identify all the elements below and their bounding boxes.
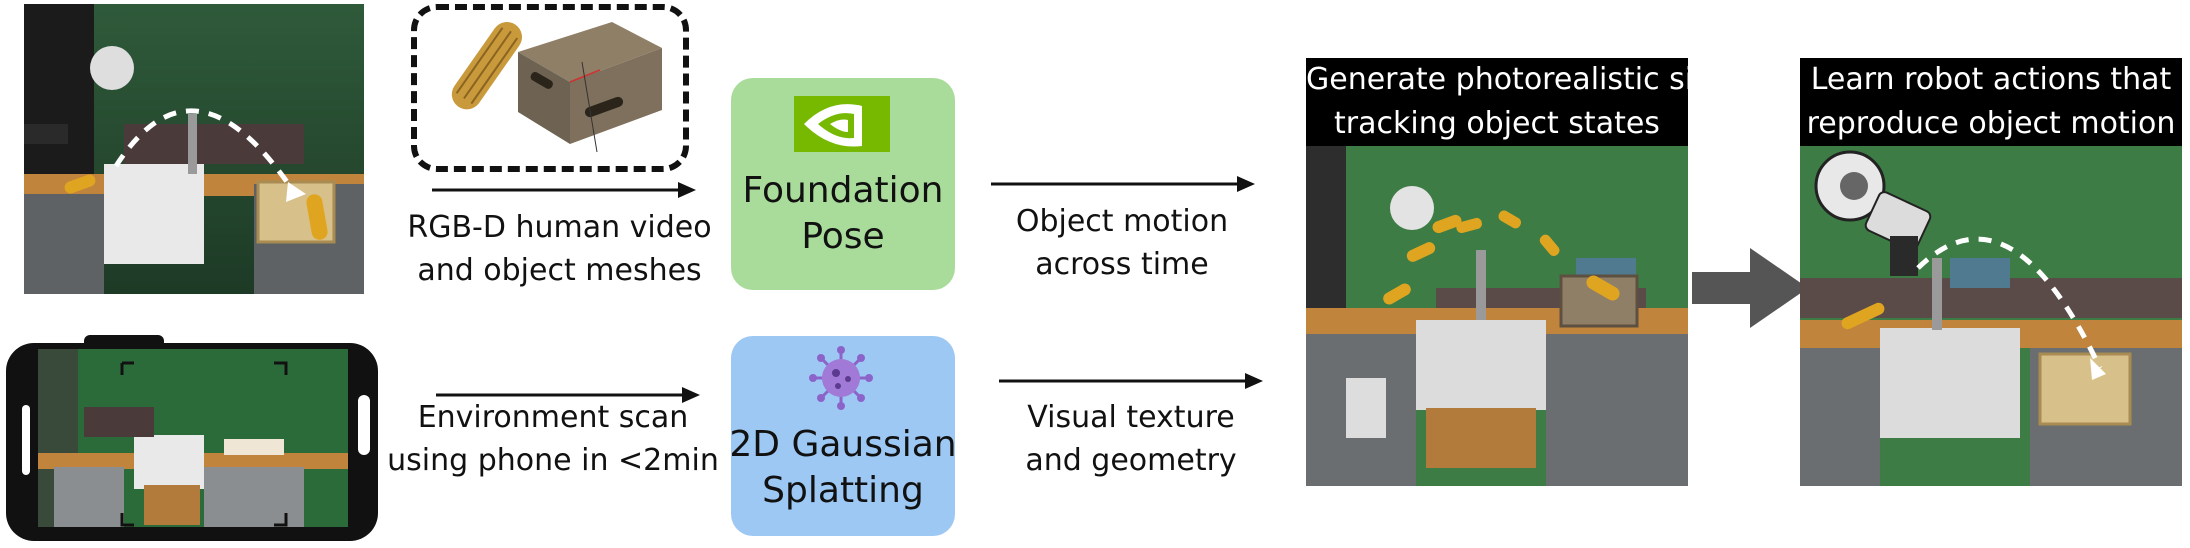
- robot-render-panel: [1800, 58, 2182, 486]
- splatting-label-1: 2D Gaussian: [729, 424, 957, 465]
- arrow-video-to-pose: [432, 182, 696, 198]
- foundation-pose-label-1: Foundation: [742, 170, 944, 211]
- arrow-splat-to-sim: [999, 373, 1263, 389]
- nvidia-logo-icon: [794, 96, 890, 152]
- gaussian-splat-icon: [809, 346, 873, 410]
- arrow-scan-to-splat: [436, 387, 700, 403]
- sim-banner: Generate photorealistic sim tracking obj…: [1306, 58, 1722, 146]
- human-video-frame: [24, 4, 364, 294]
- scan-caption: Environment scan using phone in <2min: [387, 400, 719, 478]
- splatting-label-2: Splatting: [762, 470, 924, 511]
- robot-banner: Learn robot actions that reproduce objec…: [1800, 58, 2182, 146]
- arrow-pose-to-sim: [991, 176, 1255, 192]
- video-caption: RGB-D human video and object meshes: [407, 210, 712, 288]
- texture-caption: Visual texture and geometry: [1025, 400, 1237, 478]
- object-meshes: [451, 22, 662, 153]
- foundation-pose-label-2: Pose: [801, 216, 885, 257]
- phone-frame-icon: [6, 335, 378, 541]
- object-meshes-box: [411, 4, 689, 172]
- motion-caption: Object motion across time: [1015, 204, 1229, 282]
- big-right-arrow-icon: [1692, 248, 1808, 328]
